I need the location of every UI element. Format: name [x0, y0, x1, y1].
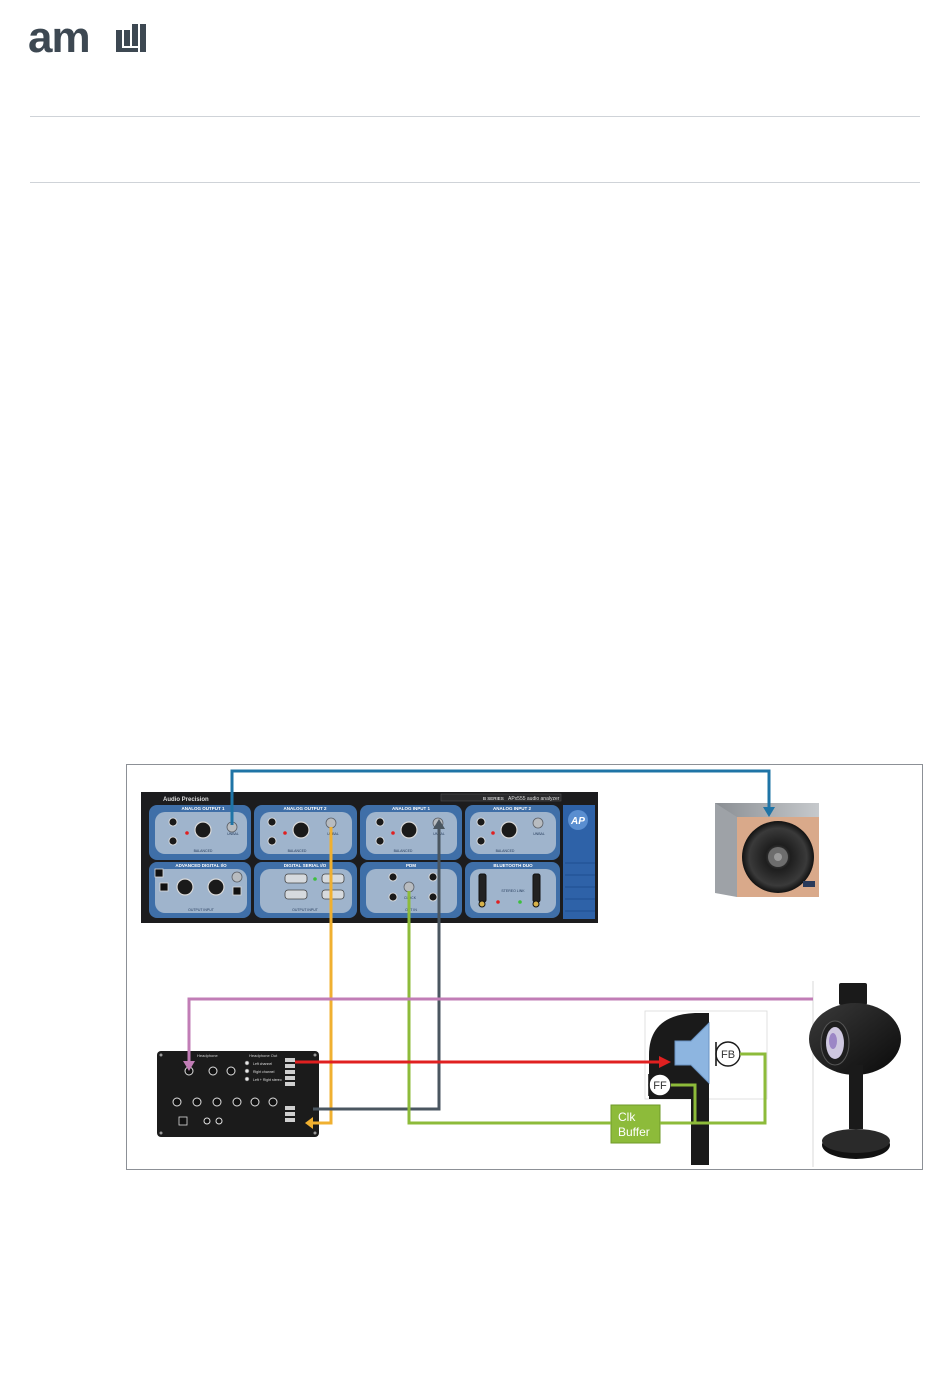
interface-option-0: Left channel [253, 1062, 272, 1066]
analyzer-badge: AP [570, 816, 585, 827]
optical-ports [154, 868, 242, 896]
module-tag-analog-out-2: UNBAL [327, 832, 339, 836]
module-sub-analog-in-1: BALANCED [394, 849, 413, 853]
module-sub-analog-out-2: BALANCED [288, 849, 307, 853]
wire-green [407, 891, 611, 1125]
headphone-cup-schematic: FF FB [644, 1010, 768, 1165]
interface-option-2: Left + Right stereo [253, 1078, 282, 1082]
setup-diagram: Audio Precision B SERIES APx555 audio an… [141, 769, 901, 1167]
analyzer-brand: Audio Precision [163, 797, 209, 803]
analyzer-series: B SERIES [483, 796, 504, 801]
audio-analyzer: Audio Precision B SERIES APx555 audio an… [141, 792, 598, 923]
module-title-digital-serial: DIGITAL SERIAL I/O [284, 863, 327, 868]
module-title-analog-out-2: ANALOG OUTPUT 2 [283, 806, 326, 811]
fb-mic-label: FB [721, 1049, 735, 1061]
ff-mic-label: FF [653, 1080, 667, 1092]
interface-title-2: Headphone Out [249, 1053, 278, 1058]
wire-green-ff [660, 1083, 697, 1125]
module-title-analog-in-1: ANALOG INPUT 1 [392, 806, 430, 811]
logo-mark [116, 24, 146, 52]
xlr-connectors [176, 821, 518, 896]
header-rule-bottom [30, 182, 920, 183]
wire-pink [187, 997, 813, 1065]
speaker [715, 803, 819, 897]
status-leds [185, 831, 522, 904]
clk-buffer-line2: Buffer [618, 1125, 650, 1139]
module-title-bluetooth: BLUETOOTH DUO [493, 863, 533, 868]
module-title-analog-in-2: ANALOG INPUT 2 [493, 806, 531, 811]
wires [183, 769, 813, 1129]
module-sub-adv-digital: OUTPUT INPUT [188, 908, 215, 912]
module-sub-analog-in-2: BALANCED [496, 849, 515, 853]
clk-buffer-line1: Clk [618, 1110, 636, 1124]
measurement-setup-figure: Audio Precision B SERIES APx555 audio an… [126, 764, 923, 1170]
module-title-analog-out-1: ANALOG OUTPUT 1 [181, 806, 224, 811]
ams-logo: am [28, 16, 146, 60]
module-sub-digital-serial: OUTPUT INPUT [292, 908, 319, 912]
wire-blue [230, 769, 771, 825]
small-jacks [168, 817, 486, 902]
module-tag-analog-in-2: UNBAL [533, 832, 545, 836]
module-sub-analog-out-1: BALANCED [194, 849, 213, 853]
module-sub-pdm: OUT IN [405, 908, 417, 912]
db-connectors [284, 873, 345, 900]
measurement-microphone [809, 981, 901, 1167]
bluetooth-antennas [478, 873, 541, 908]
module-sub-bluetooth: STEREO LINK [501, 889, 525, 893]
clk-buffer: Clk Buffer [610, 1104, 661, 1144]
headphone-interface-box: Headphone Headphone Out Left channel Rig… [157, 1051, 319, 1137]
wire-orange [311, 827, 333, 1125]
header-rule-top [30, 116, 920, 117]
module-tag-analog-out-1: UNBAL [227, 832, 239, 836]
wire-gray [313, 827, 441, 1111]
logo-text: am [28, 16, 90, 60]
interface-title-1: Headphone [197, 1053, 218, 1058]
interface-option-1: Right channel [253, 1070, 275, 1074]
wire-green-fb [695, 1052, 767, 1125]
analyzer-model: APx555 audio analyzer [508, 796, 560, 802]
module-title-adv-digital: ADVANCED DIGITAL I/O [175, 863, 227, 868]
module-title-pdm: PDM [406, 863, 416, 868]
